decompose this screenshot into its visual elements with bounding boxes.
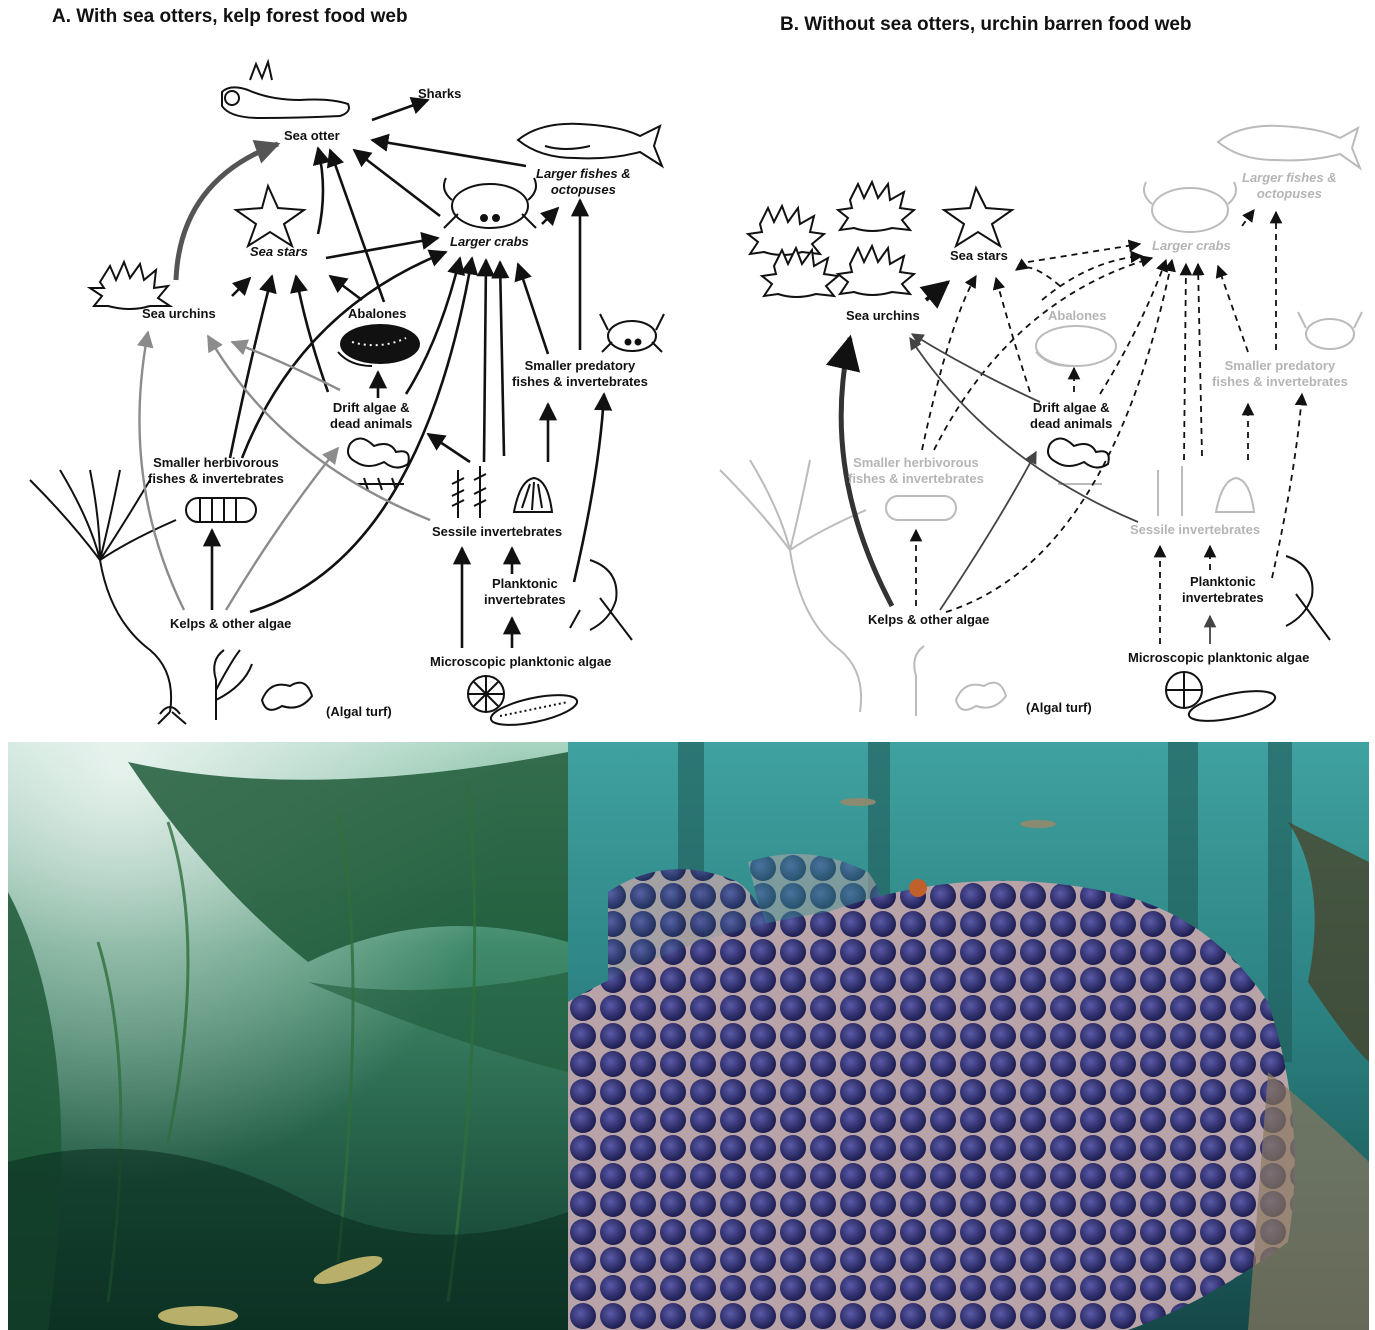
algal-turf-drawing — [214, 650, 312, 720]
copepod-drawing — [570, 560, 632, 640]
label-smaller-predatory: Smaller predatory fishes & invertebrates — [512, 358, 648, 390]
label-b-kelps: Kelps & other algae — [868, 612, 989, 628]
label-larger-crabs: Larger crabs — [450, 234, 529, 250]
label-algal-turf: (Algal turf) — [326, 704, 392, 720]
label-b-larger-crabs: Larger crabs — [1152, 238, 1231, 254]
sea-urchin-drawing — [90, 262, 170, 309]
panel-b-urchin-barren-web: B. Without sea otters, urchin barren foo… — [690, 0, 1375, 735]
label-larger-fishes: Larger fishes & octopuses — [536, 166, 631, 198]
label-sea-otter: Sea otter — [284, 128, 340, 144]
label-smaller-herbivorous: Smaller herbivorous fishes & invertebrat… — [148, 455, 284, 487]
label-drift-algae: Drift algae & dead animals — [330, 400, 412, 432]
faded-hydroid-drawing — [1158, 466, 1254, 516]
large-fish-drawing — [518, 124, 662, 166]
panel-b-solid-arrows — [910, 334, 1210, 644]
label-sea-urchins: Sea urchins — [142, 306, 216, 322]
larger-crab-drawing — [444, 178, 536, 228]
label-planktonic: Planktonic invertebrates — [484, 576, 566, 608]
isopod-drawing — [186, 498, 256, 522]
label-b-planktonic: Planktonic invertebrates — [1182, 574, 1264, 606]
faded-small-crab-drawing — [1298, 312, 1362, 349]
kelp-forest-image — [8, 742, 568, 1330]
diatom-b-drawing — [1166, 672, 1278, 727]
label-b-drift-algae: Drift algae & dead animals — [1030, 400, 1112, 432]
label-b-sea-urchins: Sea urchins — [846, 308, 920, 324]
label-b-sessile: Sessile invertebrates — [1130, 522, 1260, 538]
red-fish-shape — [909, 879, 927, 897]
sea-otter-drawing — [222, 62, 349, 118]
diatom-drawing — [468, 676, 580, 731]
label-sessile: Sessile invertebrates — [432, 524, 562, 540]
small-crab-drawing — [600, 314, 664, 352]
urchin-cluster-drawing — [748, 182, 914, 297]
panel-a-kelp-forest-web: A. With sea otters, kelp forest food web — [0, 0, 690, 735]
urchin-to-star-thick-arrow — [926, 282, 948, 300]
scallop-drawing — [514, 478, 552, 512]
label-b-algal-turf: (Algal turf) — [1026, 700, 1092, 716]
faded-kelp-drawing — [720, 460, 1006, 716]
faded-fish-drawing — [1218, 126, 1360, 168]
label-sharks: Sharks — [418, 86, 461, 102]
label-microscopic: Microscopic planktonic algae — [430, 654, 611, 670]
sea-star-b-drawing — [944, 188, 1012, 246]
faded-crab-drawing — [1144, 182, 1236, 232]
label-kelps: Kelps & other algae — [170, 616, 291, 632]
urchin-barren-photo — [568, 742, 1369, 1330]
kelp-forest-photo — [8, 742, 568, 1330]
abalone-drawing — [338, 324, 420, 366]
label-b-smaller-predatory: Smaller predatory fishes & invertebrates — [1212, 358, 1348, 390]
label-b-larger-fishes: Larger fishes & octopuses — [1242, 170, 1337, 202]
faded-abalone-drawing — [1036, 326, 1116, 366]
label-sea-stars: Sea stars — [250, 244, 308, 260]
hydroid-drawing — [452, 466, 486, 518]
label-abalones: Abalones — [348, 306, 407, 322]
kelp-plant-drawing — [30, 470, 186, 724]
faded-isopod-drawing — [886, 496, 956, 520]
drift-algae-b-drawing — [1048, 438, 1109, 484]
label-b-abalones: Abalones — [1048, 308, 1107, 324]
label-b-microscopic: Microscopic planktonic algae — [1128, 650, 1309, 666]
copepod-b-drawing — [1286, 556, 1330, 640]
urchin-barren-image — [568, 742, 1369, 1330]
sea-star-drawing — [236, 186, 304, 246]
label-b-sea-stars: Sea stars — [950, 248, 1008, 264]
label-b-smaller-herbivorous: Smaller herbivorous fishes & invertebrat… — [848, 455, 984, 487]
